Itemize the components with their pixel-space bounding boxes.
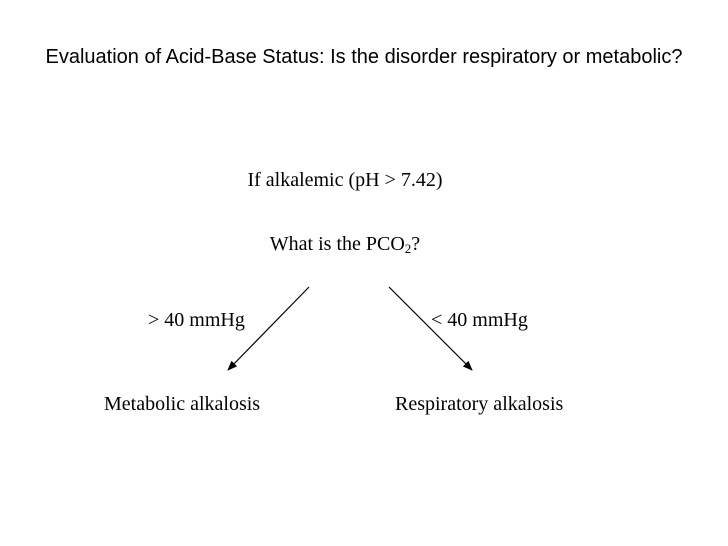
respiratory-alkalosis-outcome: Respiratory alkalosis (395, 393, 564, 415)
right-branch-arrow (388, 286, 473, 371)
question-subscript: 2 (404, 241, 412, 256)
left-branch-arrow (227, 286, 310, 371)
metabolic-alkalosis-outcome: Metabolic alkalosis (104, 393, 261, 415)
question-suffix: ? (411, 233, 421, 255)
slide-title: Evaluation of Acid-Base Status: Is the d… (45, 46, 683, 68)
alkalemic-condition: If alkalemic (pH > 7.42) (247, 169, 443, 191)
high-pco2-label: > 40 mmHg (148, 309, 245, 331)
question-prefix: What is the PCO (269, 233, 405, 255)
low-pco2-label: < 40 mmHg (431, 309, 528, 331)
pco2-question: What is the PCO2? (0, 232, 690, 256)
